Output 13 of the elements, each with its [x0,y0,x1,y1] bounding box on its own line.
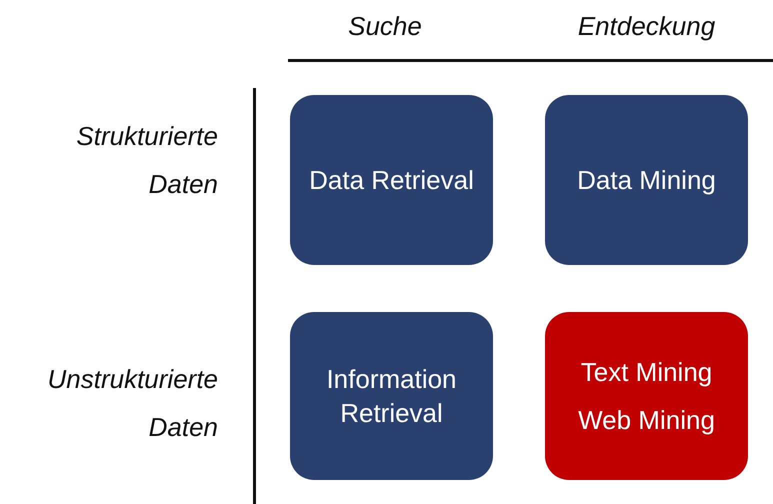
column-header: Entdeckung [576,10,716,43]
box-label: Data Retrieval [309,164,474,197]
row-header: Unstrukturierte Daten [46,363,218,444]
row-header: Strukturierte Daten [75,120,218,201]
box-label: Web Mining [578,404,715,437]
box-label: Information Retrieval [325,363,458,430]
category-box [545,95,748,265]
column-header: Suche [347,10,423,43]
category-box [290,95,493,265]
category-box [545,312,748,480]
box-label: Text Mining [580,356,712,389]
box-label: Data Mining [577,164,716,197]
category-box [290,312,493,480]
